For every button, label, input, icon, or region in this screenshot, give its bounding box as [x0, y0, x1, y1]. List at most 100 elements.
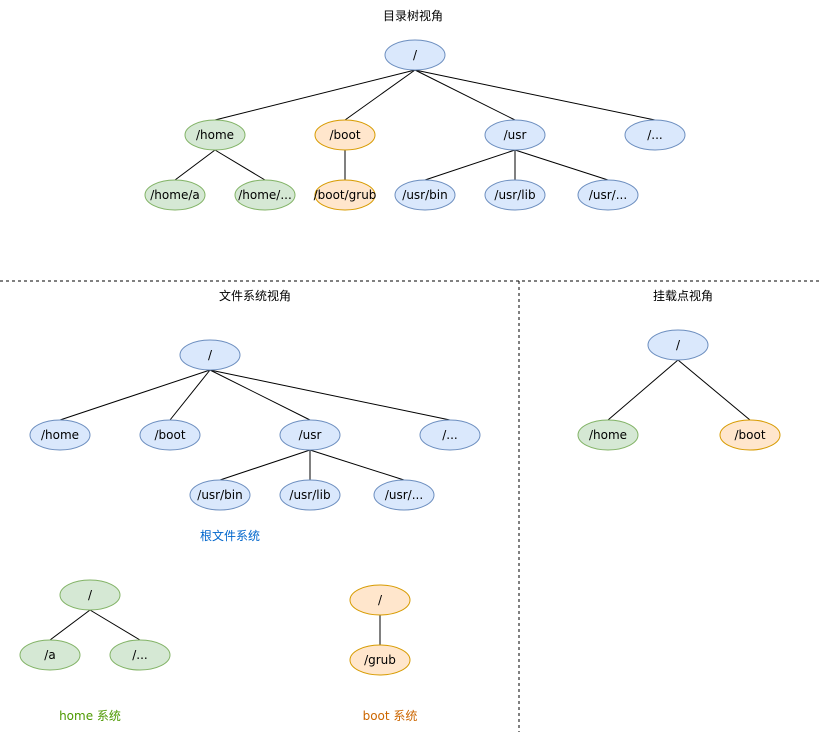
rootfs-root-node-shape [179, 339, 241, 371]
rootfs-usr-child-node-2: /usr/... [373, 479, 435, 511]
dir-home-edge-0 [174, 149, 216, 181]
rootfs-usr-edge-2 [309, 449, 405, 481]
homefs-root-node-shape [59, 579, 121, 611]
rootfs-usr-child-node-0-label: /usr/bin [197, 488, 242, 502]
rootfs-usr-edge-0 [219, 449, 311, 481]
dir-root-edge-1 [344, 69, 416, 121]
homefs-root-node-label: / [88, 588, 93, 602]
dir-child-node-0: /home [184, 119, 246, 151]
mount-child-node-0-label: /home [589, 428, 627, 442]
rootfs-child-node-0-shape [29, 419, 91, 451]
dir-home-edge-1 [214, 149, 266, 181]
mount-root-node: / [647, 329, 709, 361]
dir-usr-edge-0 [424, 149, 516, 181]
rootfs-root-edge-1 [169, 369, 211, 421]
dir-usr-child-node-2: /usr/... [577, 179, 639, 211]
rootfs-child-node-1-label: /boot [154, 428, 185, 442]
dir-usr-child-node-0: /usr/bin [394, 179, 456, 211]
rootfs-usr-child-node-1-label: /usr/lib [289, 488, 330, 502]
rootfs-usr-child-node-0: /usr/bin [189, 479, 251, 511]
mount-child-node-1-shape [719, 419, 781, 451]
homefs-child-node-0: /a [19, 639, 81, 671]
mount-point-title: 挂载点视角 [653, 288, 713, 303]
dir-child-node-2: /usr [484, 119, 546, 151]
dir-usr-child-node-2-label: /usr/... [589, 188, 627, 202]
rootfs-child-node-0: /home [29, 419, 91, 451]
dir-root-edge-0 [214, 69, 416, 121]
dir-child-node-2-shape [484, 119, 546, 151]
dir-child-node-1-shape [314, 119, 376, 151]
dir-root-edge-2 [414, 69, 516, 121]
dir-home-child-node-0-shape [144, 179, 206, 211]
mount-child-node-0-shape [577, 419, 639, 451]
homefs-edge-1 [89, 609, 141, 641]
dir-home-child-node-0-label: /home/a [150, 188, 199, 202]
rootfs-child-node-2-label: /usr [299, 428, 322, 442]
homefs-child-node-1-label: /... [132, 648, 148, 662]
rootfs-child-node-2: /usr [279, 419, 341, 451]
bootfs-root-node-shape [349, 584, 411, 616]
dir-boot-child-node-0: /boot/grub [314, 179, 376, 211]
rootfs-root-edge-2 [209, 369, 311, 421]
dir-child-node-0-label: /home [196, 128, 234, 142]
homefs-edge-0 [49, 609, 91, 641]
directory-tree-title: 目录树视角 [383, 8, 443, 23]
mount-root-node-shape [647, 329, 709, 361]
bootfs-child-node-0: /grub [349, 644, 411, 676]
rootfs-child-node-1-shape [139, 419, 201, 451]
rootfs-child-node-1: /boot [139, 419, 201, 451]
dir-usr-child-node-0-shape [394, 179, 456, 211]
homefs-child-node-0-label: /a [44, 648, 55, 662]
rootfs-root-edge-3 [209, 369, 451, 421]
mount-edge-1 [677, 359, 751, 421]
root-fs-caption: 根文件系统 [200, 528, 260, 543]
edges [49, 69, 751, 645]
rootfs-child-node-0-label: /home [41, 428, 79, 442]
dir-child-node-1: /boot [314, 119, 376, 151]
rootfs-usr-child-node-2-label: /usr/... [385, 488, 423, 502]
homefs-child-node-0-shape [19, 639, 81, 671]
rootfs-usr-child-node-1-shape [279, 479, 341, 511]
rootfs-usr-child-node-1: /usr/lib [279, 479, 341, 511]
rootfs-usr-child-node-2-shape [373, 479, 435, 511]
bootfs-root-node: / [349, 584, 411, 616]
dir-child-node-0-shape [184, 119, 246, 151]
rootfs-child-node-3: /... [419, 419, 481, 451]
dir-usr-child-node-2-shape [577, 179, 639, 211]
homefs-child-node-1: /... [109, 639, 171, 671]
mount-root-node-label: / [676, 338, 681, 352]
nodes: //home/boot/usr/.../home/a/home/.../boot… [19, 39, 781, 676]
mount-child-node-1-label: /boot [734, 428, 765, 442]
rootfs-root-edge-0 [59, 369, 211, 421]
rootfs-child-node-3-shape [419, 419, 481, 451]
dir-root-node: / [384, 39, 446, 71]
rootfs-usr-child-node-0-shape [189, 479, 251, 511]
bootfs-child-node-0-shape [349, 644, 411, 676]
dir-child-node-3: /... [624, 119, 686, 151]
dir-home-child-node-1-shape [234, 179, 296, 211]
dir-child-node-3-label: /... [647, 128, 663, 142]
dir-home-child-node-1-label: /home/... [238, 188, 292, 202]
rootfs-root-node-label: / [208, 348, 213, 362]
dir-child-node-2-label: /usr [504, 128, 527, 142]
rootfs-child-node-3-label: /... [442, 428, 458, 442]
dir-child-node-1-label: /boot [329, 128, 360, 142]
mount-edge-0 [607, 359, 679, 421]
dir-home-child-node-0: /home/a [144, 179, 206, 211]
dir-usr-child-node-1: /usr/lib [484, 179, 546, 211]
dir-root-node-shape [384, 39, 446, 71]
bootfs-root-node-label: / [378, 593, 383, 607]
filesystem-title: 文件系统视角 [219, 288, 291, 303]
dir-usr-edge-2 [514, 149, 609, 181]
dir-usr-child-node-1-label: /usr/lib [494, 188, 535, 202]
rootfs-root-node: / [179, 339, 241, 371]
homefs-root-node: / [59, 579, 121, 611]
dir-home-child-node-1: /home/... [234, 179, 296, 211]
home-fs-caption: home 系统 [59, 709, 121, 723]
dir-boot-child-node-0-shape [314, 179, 376, 211]
mount-child-node-0: /home [577, 419, 639, 451]
dir-child-node-3-shape [624, 119, 686, 151]
dir-usr-child-node-0-label: /usr/bin [402, 188, 447, 202]
mount-child-node-1: /boot [719, 419, 781, 451]
